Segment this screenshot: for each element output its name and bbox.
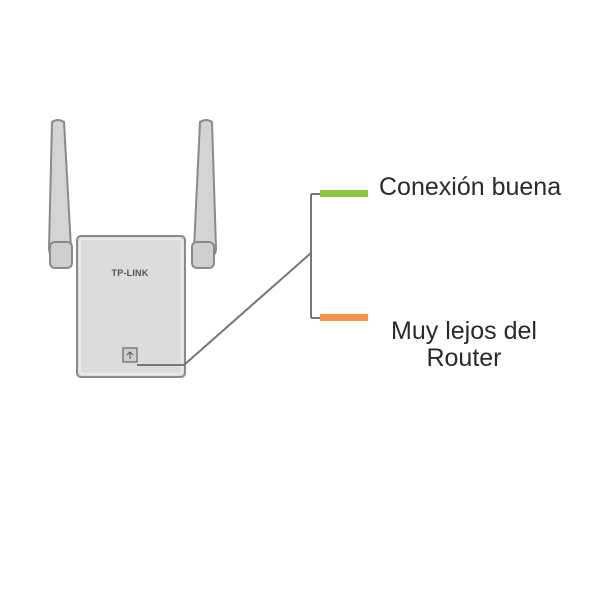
brand-logo: TP-LINK	[112, 268, 149, 278]
extender-body	[76, 235, 186, 378]
good-connection-swatch	[320, 190, 368, 197]
good-connection-label: Conexión buena	[379, 173, 562, 201]
signal-led-icon	[122, 347, 138, 363]
too-far-label: Muy lejos del Router	[391, 317, 537, 372]
too-far-swatch	[320, 314, 368, 321]
leader-lines	[137, 193, 321, 366]
right-antenna	[191, 119, 218, 269]
left-antenna	[47, 119, 73, 269]
